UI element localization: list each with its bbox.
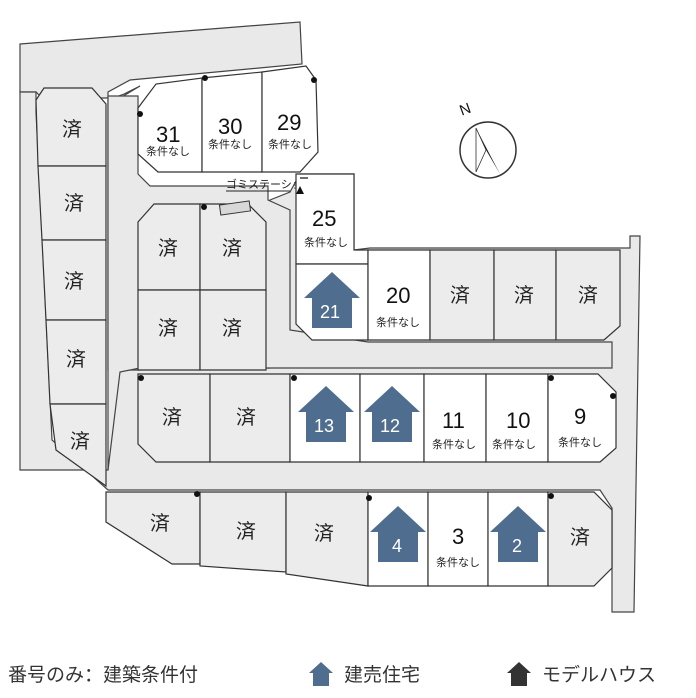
house-for-sale-icon: [309, 661, 333, 686]
lot-sold-label: 済: [578, 283, 598, 307]
lot-number: 30: [218, 114, 242, 139]
legend-note-text: 番号のみ：建築条件付: [8, 664, 199, 686]
lot-sold-label: 済: [236, 519, 256, 543]
compass-needle-icon: [476, 128, 500, 174]
house-for-sale-icon: [304, 272, 360, 328]
lot-sold: [137, 373, 211, 463]
legend-house-for-sale-label: 建売住宅: [344, 664, 421, 686]
roads: [19, 21, 641, 613]
lot-sold-label: 済: [150, 511, 170, 535]
compass: N: [457, 100, 517, 179]
lots-left: 済 済 済 済 済: [35, 87, 107, 488]
lot-sold-label: 済: [66, 347, 86, 371]
lot-sold: [49, 403, 107, 488]
lot-number: 11: [442, 408, 465, 433]
lot-sold-label: 済: [158, 316, 178, 340]
lot-number: 20: [386, 283, 410, 308]
lots-row-middle: 済 済 13 12 11 条件なし 10 条件なし 9 条件なし: [137, 373, 617, 463]
house-number: 21: [320, 302, 340, 322]
marker: [201, 204, 207, 210]
lot-number: 10: [506, 408, 530, 433]
house-number: 2: [512, 536, 522, 556]
lots-row-bottom: 済 済 済 4 3 条件なし 2 済: [105, 491, 613, 587]
lots-top: 31 条件なし 30 条件なし 29 条件なし: [137, 65, 319, 173]
marker: [137, 111, 143, 117]
house-for-sale-shape: [309, 661, 333, 686]
lot-number: 3: [452, 524, 464, 549]
lots-row-upper: 21 20 条件なし 済 済 済: [295, 249, 621, 341]
lot-sold-label: 済: [236, 405, 256, 429]
lots-center: 済 済 済 済 ゴミステーション: [137, 177, 314, 371]
lot-sold-label: 済: [222, 316, 242, 340]
compass-ring: [459, 121, 517, 179]
lot-number: 25: [312, 206, 336, 231]
house-number: 4: [392, 536, 402, 556]
marker: [194, 491, 200, 497]
house-for-sale-icon: [490, 506, 546, 562]
legend-house-for-sale: 建売住宅: [308, 660, 420, 687]
lot-sold-label: 済: [450, 283, 470, 307]
house-for-sale-icon: [364, 386, 420, 442]
house-number: 12: [380, 416, 400, 436]
lot-sold: [199, 289, 267, 371]
lot-sold-label: 済: [222, 236, 242, 260]
legend-note: 番号のみ：建築条件付: [8, 660, 198, 687]
lot-condition: 条件なし: [268, 137, 312, 151]
model-house-shape: [507, 661, 531, 686]
house-number: 13: [314, 416, 334, 436]
marker: [548, 375, 554, 381]
compass-label: N: [457, 100, 473, 120]
lot-sold: [555, 249, 621, 341]
lot-condition: 条件なし: [208, 137, 252, 151]
lot-25-group: 25 条件なし: [295, 173, 369, 265]
lot-sold-label: 済: [70, 429, 90, 453]
marker: [610, 393, 616, 399]
lot-number: 9: [574, 404, 586, 429]
lot-condition: 条件なし: [558, 435, 602, 449]
marker: [311, 77, 317, 83]
lot-sold-label: 済: [570, 525, 590, 549]
house-for-sale-icon: [298, 386, 354, 442]
lot-condition: 条件なし: [304, 235, 348, 249]
lot-sold-label: 済: [62, 117, 82, 141]
lot-condition: 条件なし: [146, 144, 190, 158]
garbage-station-box: [218, 200, 252, 216]
marker: [291, 375, 297, 381]
lot-sold: [105, 491, 201, 565]
marker: [366, 495, 372, 501]
lot-condition: 条件なし: [376, 315, 420, 329]
house-for-sale-icon: [370, 506, 426, 562]
legend: 番号のみ：建築条件付 建売住宅 モデルハウス: [0, 650, 696, 694]
lot-sold-label: 済: [514, 283, 534, 307]
lot-sold: [547, 491, 613, 587]
garbage-station-label: ゴミステーション: [226, 177, 314, 191]
lot-number: 29: [277, 110, 301, 135]
lot-number: 31: [156, 122, 180, 147]
lot-condition: 条件なし: [432, 437, 476, 451]
lot-sold-label: 済: [162, 405, 182, 429]
marker: [138, 375, 144, 381]
lot-sold-label: 済: [314, 521, 334, 545]
model-house-icon: [507, 661, 531, 686]
marker: [296, 186, 304, 194]
lot-sold-label: 済: [64, 269, 84, 293]
lot-sold-label: 済: [64, 191, 84, 215]
compass-needle-light-icon: [475, 127, 487, 173]
legend-model-house: モデルハウス: [506, 660, 656, 687]
road-inner: [107, 95, 613, 471]
lot-29: [261, 65, 319, 173]
marker: [548, 493, 554, 499]
lot-9: [547, 373, 617, 463]
lot-condition: 条件なし: [436, 555, 480, 569]
lot-condition: 条件なし: [492, 437, 536, 451]
legend-model-house-label: モデルハウス: [542, 664, 657, 686]
marker: [202, 75, 208, 81]
lot-sold-label: 済: [158, 236, 178, 260]
